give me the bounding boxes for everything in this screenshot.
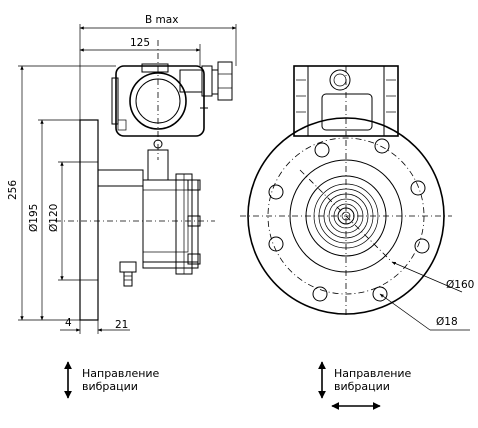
bolt-holes <box>268 138 430 302</box>
adapter-block <box>97 169 144 187</box>
dim-125: 125 <box>130 37 150 49</box>
dimension-lines <box>18 24 237 334</box>
flange-plate <box>79 119 99 321</box>
dim-b-max: B max <box>145 14 178 26</box>
front-caption-line2: вибрации <box>334 380 390 393</box>
front-leaders <box>379 261 470 331</box>
dim-21: 21 <box>115 319 128 331</box>
electronics-housing <box>115 65 205 137</box>
dim-diam-195: Ø195 <box>28 204 40 232</box>
dim-4: 4 <box>65 317 72 329</box>
dim-bolt-circle: Ø160 <box>446 279 474 291</box>
dim-hole-diam: Ø18 <box>436 316 458 328</box>
drain-fitting <box>119 261 137 273</box>
side-view <box>55 40 233 321</box>
front-view <box>240 65 452 318</box>
side-caption-line1: Направление <box>82 367 160 380</box>
dim-256: 256 <box>7 180 19 200</box>
dim-diam-120: Ø120 <box>48 204 60 232</box>
side-caption-line2: вибрации <box>82 380 138 393</box>
front-caption-line1: Направление <box>334 367 412 380</box>
